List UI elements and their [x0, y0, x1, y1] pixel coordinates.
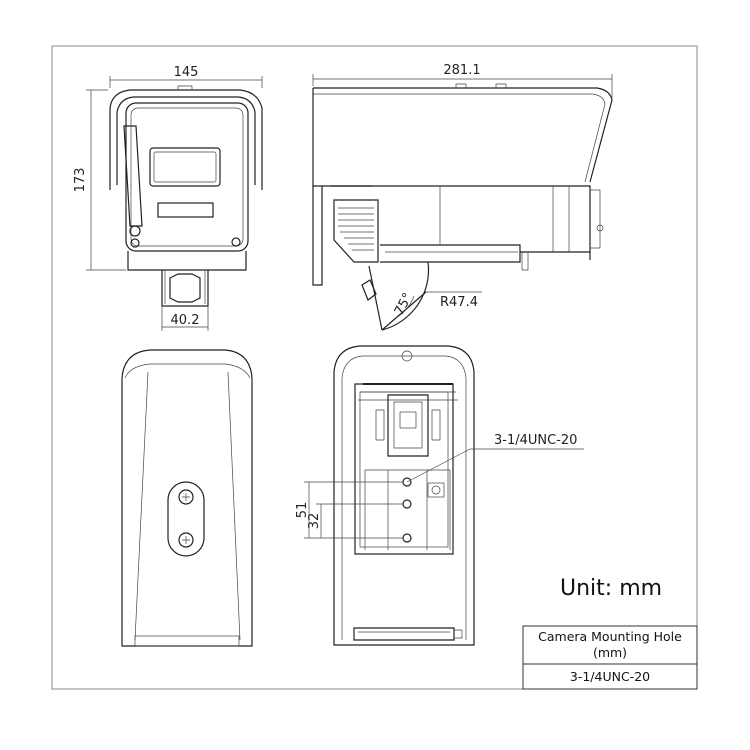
width-dimension: 145 — [174, 65, 199, 80]
hole-spacing-outer-dimension: 51 — [295, 502, 310, 519]
height-dimension: 173 — [73, 168, 88, 193]
drawing-frame — [51, 45, 698, 690]
hole-spacing-inner-dimension: 32 — [307, 513, 322, 530]
radius-dimension: R47.4 — [440, 295, 478, 310]
side-dimensions: 281.1 75° R47.4 — [312, 63, 613, 318]
tilt-angle-dimension: 75° — [392, 291, 416, 318]
front-view — [109, 85, 263, 307]
mounting-hole-table: Camera Mounting Hole (mm) 3-1/4UNC-20 — [522, 625, 698, 690]
table-header-line2: (mm) — [593, 645, 627, 660]
mount-width-dimension: 40.2 — [171, 313, 200, 328]
top-view — [121, 349, 253, 647]
bottom-dimensions: 51 32 3-1/4UNC-20 — [295, 433, 577, 539]
side-view — [312, 83, 613, 331]
unit-label: Unit: mm — [560, 576, 662, 601]
length-dimension: 281.1 — [443, 63, 480, 78]
thread-callout: 3-1/4UNC-20 — [494, 433, 577, 448]
bottom-view — [333, 345, 584, 646]
front-dimensions: 145 173 40.2 — [73, 65, 263, 331]
table-value: 3-1/4UNC-20 — [570, 669, 650, 684]
table-header-line1: Camera Mounting Hole — [538, 629, 682, 644]
